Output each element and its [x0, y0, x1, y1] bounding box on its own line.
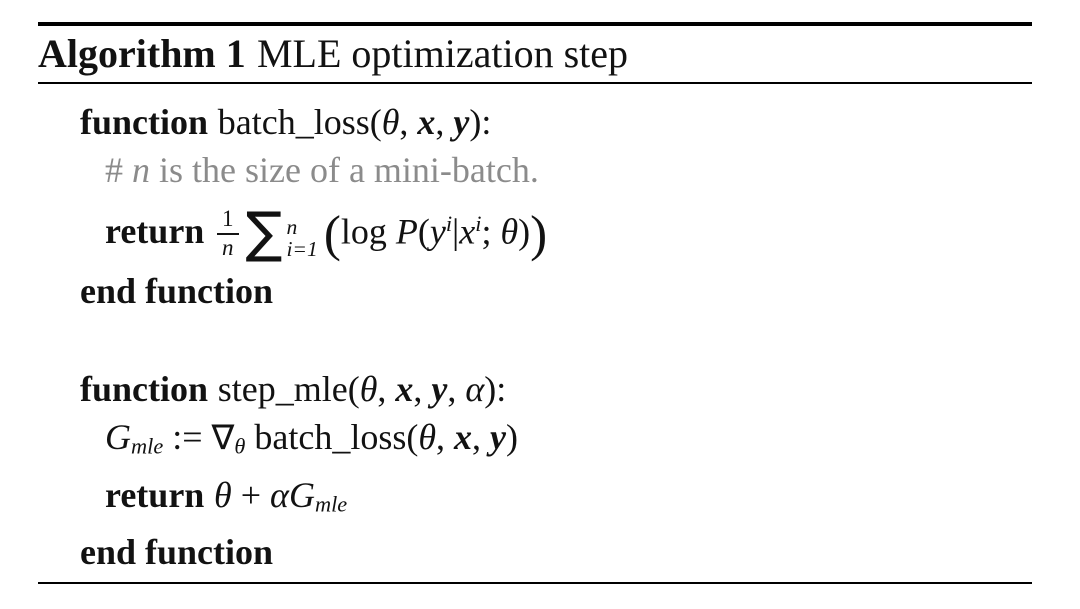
batch-loss-call: batch_loss(	[245, 417, 419, 458]
separator: ,	[447, 369, 466, 410]
conditional-pipe: |	[452, 211, 460, 252]
subscript-mle: mle	[131, 433, 164, 459]
var-alpha: α	[270, 474, 289, 515]
function-name-step-mle: step_mle(	[217, 369, 360, 410]
big-close-paren: )	[530, 205, 548, 263]
plus-operator: +	[231, 474, 271, 515]
fraction-denominator: n	[222, 234, 234, 261]
algorithm-title: MLE optimization step	[256, 31, 629, 76]
separator: ,	[399, 102, 418, 142]
algorithm-number-label: Algorithm 1	[38, 31, 246, 76]
function-name-batch-loss: batch_loss(	[217, 102, 382, 142]
separator: ,	[377, 369, 396, 410]
summation-upper-limit: n	[286, 215, 298, 240]
close-paren: )	[518, 211, 531, 252]
bottom-rule	[38, 581, 1032, 584]
top-rule	[38, 22, 1032, 26]
comment-hash: #	[105, 150, 132, 190]
close-paren-colon: ):	[469, 102, 492, 142]
keyword-return: return	[105, 211, 205, 252]
keyword-function: function	[80, 102, 209, 142]
var-y: y	[429, 211, 446, 252]
line-comment: # n is the size of a mini-batch.	[38, 146, 1032, 194]
param-theta: θ	[359, 369, 378, 410]
summation-lower-limit: i=1	[286, 236, 318, 261]
nabla-subscript-theta: θ	[234, 433, 246, 459]
superscript-i: i	[475, 211, 482, 236]
separator: ,	[436, 417, 455, 458]
var-x: x	[459, 211, 476, 252]
arg-theta: θ	[418, 417, 437, 458]
param-y: y	[453, 102, 470, 142]
keyword-end-function: end function	[80, 271, 274, 312]
param-theta: θ	[381, 102, 400, 142]
blank-line	[38, 315, 1032, 365]
comment-text: is the size of a mini-batch.	[150, 150, 539, 190]
big-open-paren: (	[323, 205, 341, 263]
subscript-mle: mle	[314, 490, 348, 516]
comment-var-n: n	[132, 150, 150, 190]
arg-x: x	[454, 417, 473, 458]
superscript-i: i	[445, 211, 453, 236]
open-paren: (	[417, 211, 430, 252]
nabla-operator: ∇	[211, 418, 235, 459]
arg-y: y	[490, 417, 507, 458]
param-x: x	[417, 102, 436, 142]
caption-rule	[38, 82, 1032, 84]
line-end-function-2: end function	[38, 528, 1032, 576]
var-theta: θ	[500, 211, 519, 252]
line-end-function-1: end function	[38, 267, 1032, 315]
close-paren-colon: ):	[484, 369, 507, 410]
var-G: G	[288, 474, 315, 515]
var-theta: θ	[214, 474, 232, 515]
separator: ,	[413, 369, 432, 410]
probability-P: P	[395, 211, 418, 252]
close-paren: )	[506, 417, 519, 458]
line-gradient-assignment: Gmle := ∇θ batch_loss(θ, x, y)	[38, 413, 1032, 470]
log-operator: log	[340, 211, 396, 252]
param-alpha: α	[465, 369, 485, 410]
sigma-operator: ∑	[245, 200, 283, 265]
param-y: y	[431, 369, 448, 410]
fraction-numerator: 1	[217, 206, 239, 236]
var-G: G	[105, 417, 131, 458]
keyword-return: return	[105, 474, 205, 515]
param-x: x	[395, 369, 414, 410]
separator: ,	[435, 102, 454, 142]
keyword-end-function: end function	[80, 531, 274, 572]
separator: ,	[472, 417, 491, 458]
semicolon: ;	[481, 211, 501, 252]
assign-operator: :=	[163, 417, 212, 458]
keyword-function: function	[80, 369, 209, 410]
